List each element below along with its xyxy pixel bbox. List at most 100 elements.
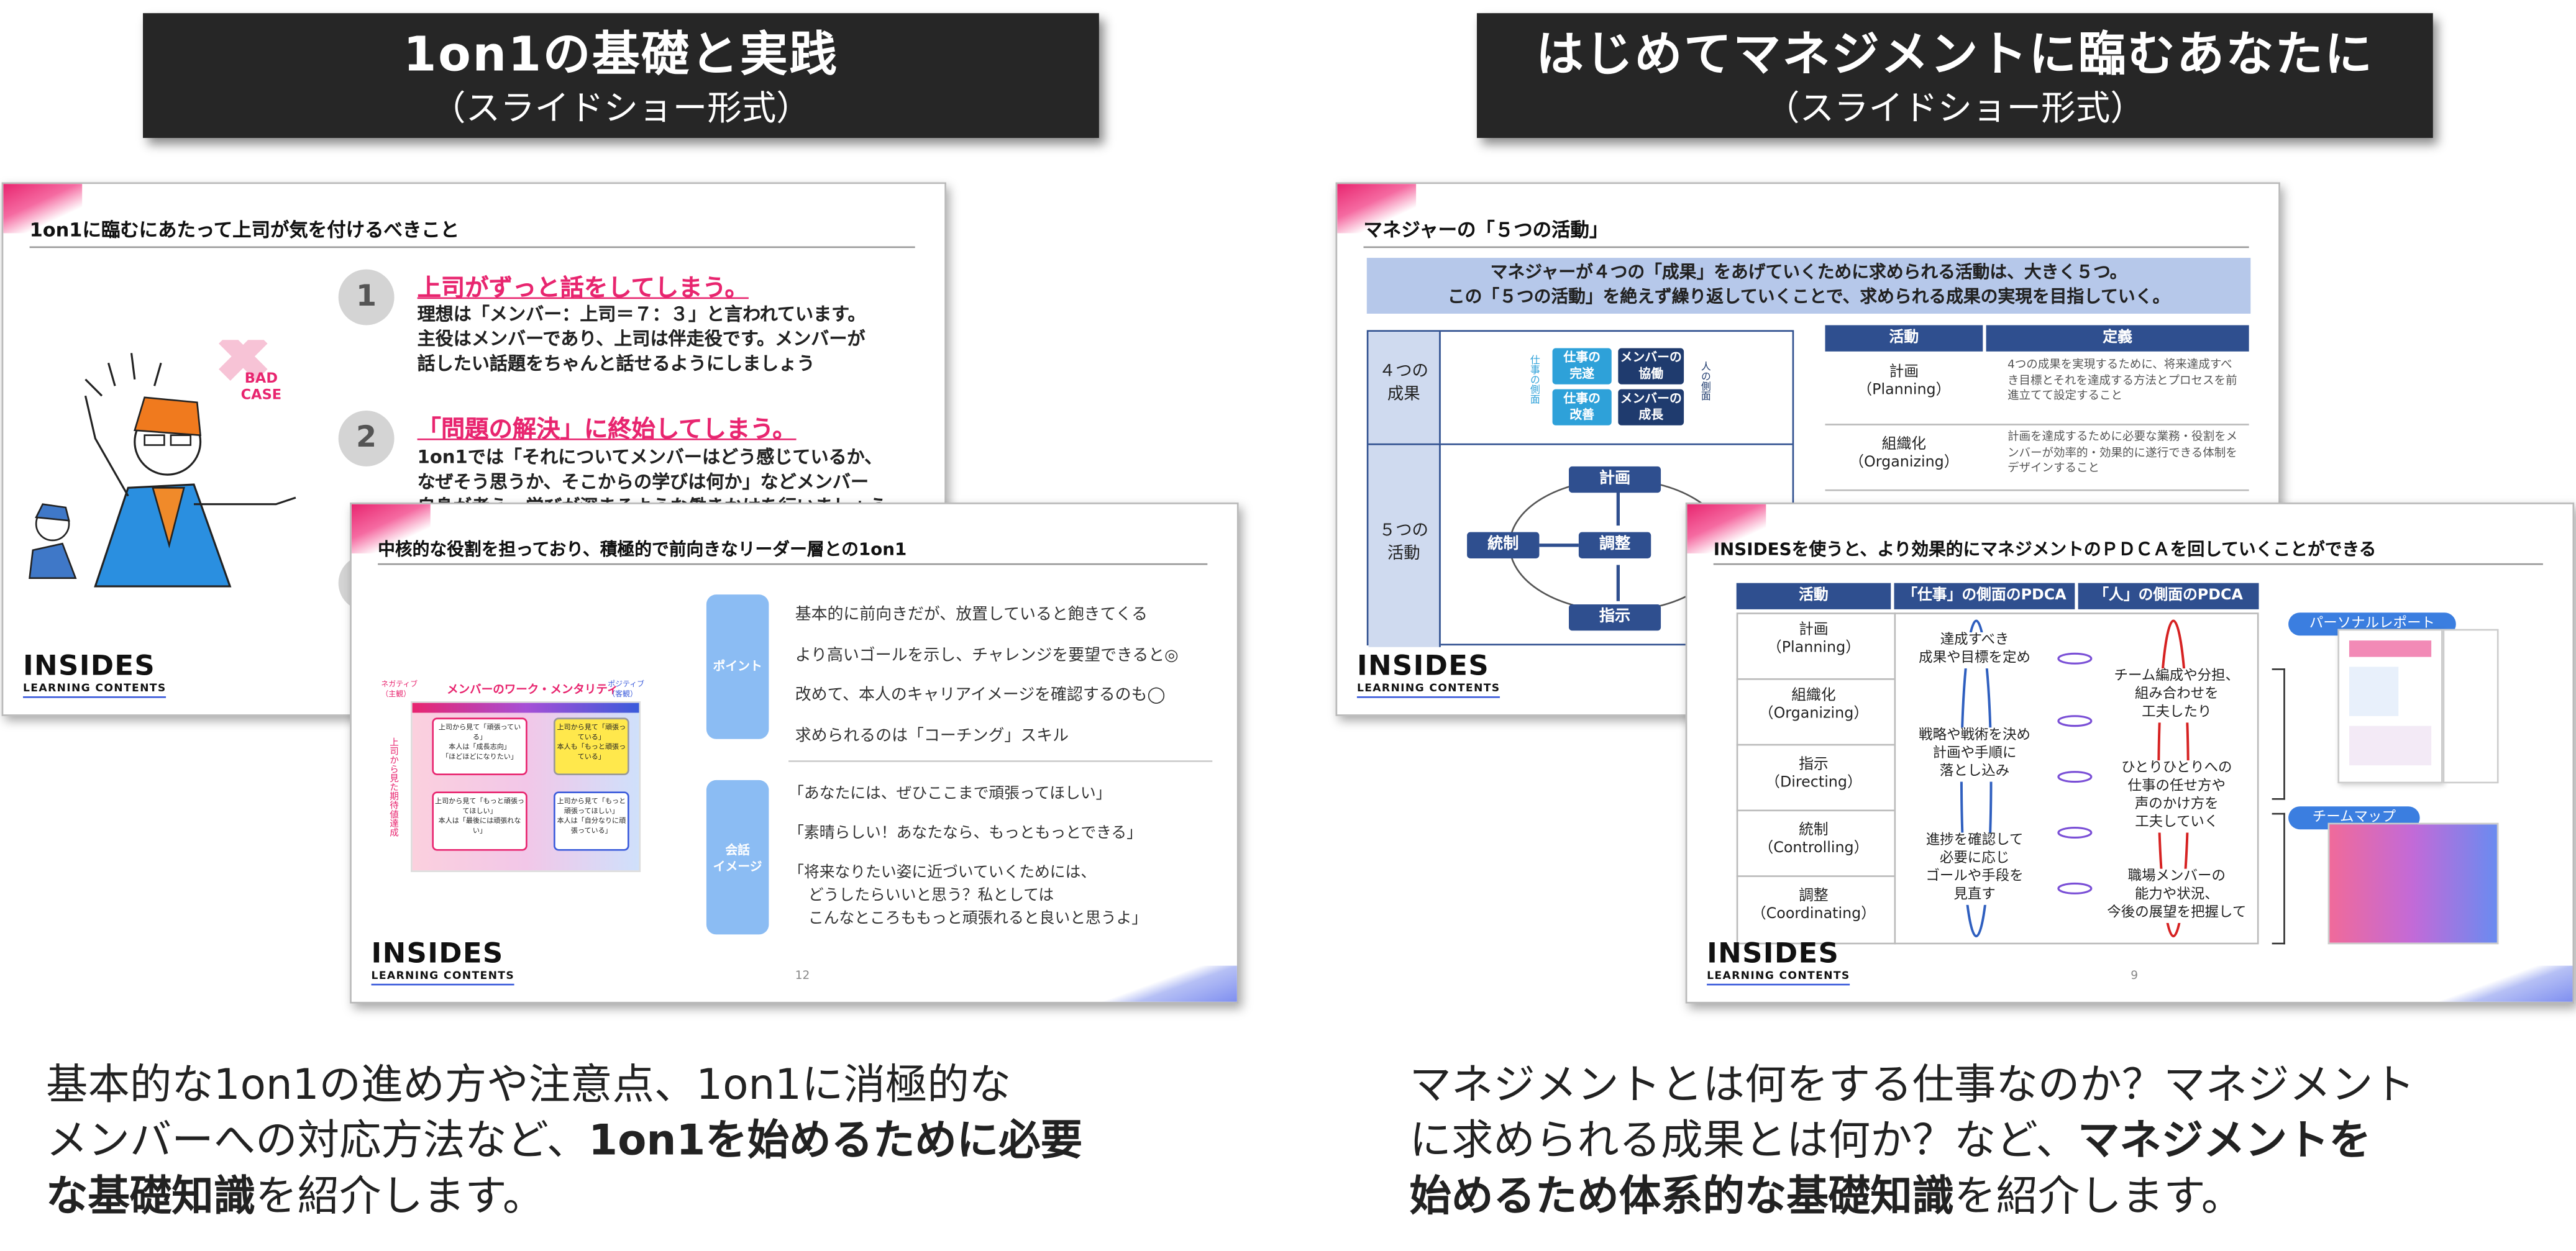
right-header-subtitle: （スライドショー形式）	[1765, 88, 2145, 129]
left-slide-b[interactable]: 中核的な役割を担っており、積極的で前向きなリーダー層との1on1 メンバーのワー…	[350, 503, 1239, 1004]
right-header-title: はじめてマネジメントに臨むあなたに	[1536, 26, 2374, 83]
divider	[788, 760, 1213, 762]
table-head: 活動	[1736, 583, 1891, 609]
caption-text: メンバーへの対応方法など、	[46, 1116, 589, 1167]
table-head: 「仕事」の側面のPDCA	[1894, 583, 2075, 609]
caption-bold: 始めるため体系的な基礎知識	[1409, 1172, 1955, 1222]
slide-title: マネジャーの「５つの活動」	[1363, 218, 1609, 242]
item-line: 話したい話題をちゃんと話せるようにしましょう	[417, 353, 815, 375]
personal-report-thumb	[2337, 629, 2443, 784]
insides-logo: INSIDES LEARNING CONTENTS	[371, 937, 515, 986]
slide-corner-accent	[1687, 504, 1766, 554]
talks-list: 「あなたには、ぜひここまで頑張ってほしい」 「素晴らしい！あなたなら、もっともっ…	[788, 783, 1147, 931]
row-divider	[1736, 809, 1894, 812]
caption-line: 始めるため体系的な基礎知識を紹介します。	[1410, 1170, 2415, 1226]
logo-text: INSIDES	[1707, 937, 1840, 971]
table-act-cell: 組織化 （Organizing）	[1849, 437, 1959, 471]
slide-title: 中核的な役割を担っており、積極的で前向きなリーダー層との1on1	[378, 540, 907, 560]
banner: マネジャーが４つの「成果」をあげていくために求められる活動は、大きく５つ。 この…	[1366, 258, 2251, 314]
grid-cell: 上司から見て「頑張っている」 本人も「もっと頑張っている」	[554, 717, 629, 775]
outcome-box: メンバーの 協働	[1618, 348, 1684, 384]
item-heading-1: 上司がずっと話をしてしまう。	[417, 276, 749, 303]
person-text: チーム編成や分担、 組み合わせを 工夫したり	[2098, 668, 2256, 723]
col-divider	[1894, 612, 1896, 945]
caption-line: メンバーへの対応方法など、1on1を始めるために必要	[46, 1114, 1082, 1170]
work-side-label: 仕事の側面	[1527, 355, 1540, 404]
title-rule	[378, 563, 1208, 565]
logo-sub: LEARNING CONTENTS	[23, 681, 167, 698]
item-line: 主役はメンバーであり、上司は伴走役です。メンバーが	[417, 328, 866, 350]
person-side-label: 人の側面	[1698, 361, 1710, 401]
outcome-box: 仕事の 完遂	[1552, 348, 1612, 384]
page-number: 9	[2131, 968, 2139, 983]
talk-item: どうしたらいいと思う？私としては	[808, 886, 1054, 905]
thumb-header	[2349, 640, 2432, 657]
caption-line: 基本的な1on1の進め方や注意点、1on1に消極的な	[46, 1061, 1012, 1111]
item-line: 理想は「メンバー：上司＝７：３」と言われています。	[417, 304, 866, 325]
left-caption: 基本的な1on1の進め方や注意点、1on1に消極的な メンバーへの対応方法など、…	[46, 1058, 1082, 1226]
slide-corner-accent	[351, 504, 431, 554]
row-divider	[1825, 424, 2249, 425]
activity-box: 調整	[1578, 532, 1651, 558]
slide-corner-accent	[2424, 965, 2573, 1002]
item-number-2: 2	[338, 411, 395, 466]
insides-logo: INSIDES LEARNING CONTENTS	[23, 652, 167, 698]
logo-sub: LEARNING CONTENTS	[1707, 969, 1850, 986]
banner-line: この「５つの活動」を絶えず繰り返していくことで、求められる成果の実現を目指してい…	[1447, 287, 2170, 307]
point-item: 改めて、本人のキャリアイメージを確認するのも◯	[795, 686, 1166, 705]
logo-sub: LEARNING CONTENTS	[371, 969, 515, 986]
title-rule	[1363, 246, 2249, 248]
activity-cell: 統制 （Controlling）	[1758, 822, 1869, 858]
activity-cell: 調整 （Coordinating）	[1751, 888, 1876, 923]
team-map-thumb	[2327, 822, 2499, 945]
grid-cell: 上司から見て「もっと頑張ってほしい」 本人は「自分なりに頑張っている」	[554, 791, 629, 851]
activity-box: 統制	[1467, 532, 1540, 558]
caption-text: を紹介します。	[255, 1172, 545, 1222]
bad-case-badge: BAD CASE	[240, 371, 282, 404]
report-thumb-2	[2442, 629, 2499, 784]
table-head: 「人」の側面のPDCA	[2078, 583, 2259, 609]
logo-sub: LEARNING CONTENTS	[1356, 681, 1500, 698]
logo-text: INSIDES	[23, 650, 156, 683]
separator	[1440, 443, 1793, 445]
activity-cell: 計画 （Planning）	[1766, 622, 1861, 657]
talk-item: 「素晴らしい！あなたなら、もっともっとできる」	[788, 824, 1143, 843]
title-rule	[1713, 563, 2543, 565]
caption-bold: な基礎知識	[46, 1172, 256, 1222]
slide-corner-accent	[1337, 184, 1417, 234]
table-def-cell: 4つの成果を実現するために、将来達成すべき目標とそれを達成する方法とプロセスを前…	[2007, 358, 2237, 403]
bracket-lower	[2272, 812, 2285, 945]
item-line: 1on1では「それについてメンバーはどう感じているか、	[417, 447, 883, 468]
point-label: ポイント	[706, 594, 769, 739]
insides-logo: INSIDES LEARNING CONTENTS	[1707, 937, 1850, 986]
table-def-cell: 計画を達成するために必要な業務・役割をメンバーが効率的・効果的に遂行できる体制を…	[2007, 430, 2238, 475]
caption-text: を紹介します。	[1954, 1172, 2244, 1222]
diagram-frame: ４つの 成果 ５つの 活動 仕事の側面 人の側面 仕事の 完遂 メンバーの 協働…	[1366, 330, 1794, 647]
grid-cell: 上司から見て「頑張っている」 本人は「成長志向」 「ほどほどになりたい」	[432, 717, 528, 775]
caption-bold: マネジメントを	[2077, 1116, 2371, 1167]
caption-line: マネジメントとは何をする仕事なのか？マネジメント	[1409, 1061, 2415, 1111]
caption-text: に求められる成果とは何か？など、	[1409, 1116, 2078, 1167]
left-header: 1on1の基礎と実践 （スライドショー形式）	[143, 13, 1099, 139]
slide-title: INSIDESを使うと、より効果的にマネジメントのＰＤＣＡを回していくことができ…	[1713, 540, 2377, 560]
point-item: 基本的に前向きだが、放置していると飽きてくる	[795, 606, 1148, 624]
thumb-block	[2349, 726, 2432, 766]
row-divider	[1736, 678, 1894, 680]
grid-title: メンバーのワーク・メンタリティ	[447, 683, 619, 697]
point-item: より高いゴールを示し、チャレンジを要望できると◎	[795, 646, 1179, 665]
logo-text: INSIDES	[371, 937, 504, 971]
activity-box: 指示	[1569, 604, 1661, 631]
item-number-1: 1	[338, 269, 395, 325]
five-label: ５つの 活動	[1368, 443, 1441, 647]
row-divider	[1736, 744, 1894, 746]
item-line: なぜそう思うか、そこからの学びは何か」などメンバー	[417, 471, 869, 493]
slide-corner-accent	[3, 184, 83, 234]
page-number: 12	[795, 968, 810, 983]
work-text: 戦略や戦術を決め 計画や手順に 落とし込み	[1917, 727, 2032, 782]
grid-chart: 上司から見て「頑張っている」 本人は「成長志向」 「ほどほどになりたい」 上司か…	[411, 701, 641, 872]
item-heading-2: 「問題の解決」に終始してしまう。	[417, 417, 797, 444]
caption-line: な基礎知識を紹介します。	[46, 1170, 1082, 1226]
talk-item: 「あなたには、ぜひここまで頑張ってほしい」	[788, 785, 1112, 803]
right-slide-b[interactable]: INSIDESを使うと、より効果的にマネジメントのＰＤＣＡを回していくことができ…	[1685, 503, 2575, 1004]
bad-case-illustration	[29, 340, 296, 588]
